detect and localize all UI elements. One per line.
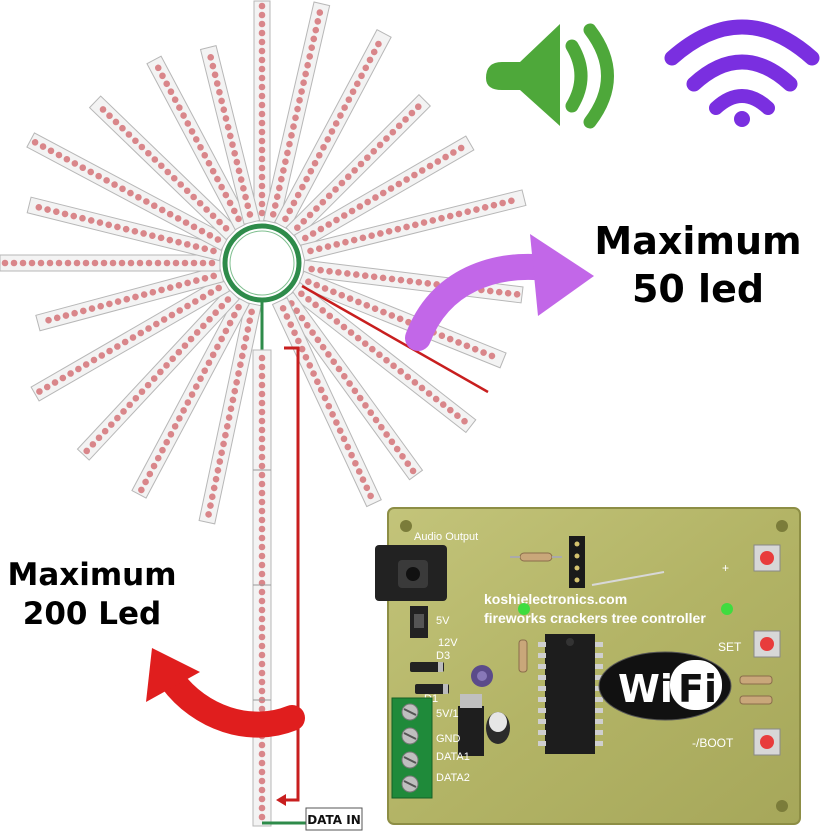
red-diagonal-wire [301, 284, 489, 394]
led-strip [285, 94, 431, 240]
ring-connector [222, 223, 302, 303]
led-strip [35, 265, 225, 332]
led-strip [0, 254, 221, 272]
led-strip [289, 281, 477, 434]
red-wire-arrowhead [276, 794, 286, 806]
product-line: fireworks crackers tree controller [484, 610, 706, 626]
plus-button [753, 544, 781, 572]
led-strip [263, 1, 331, 225]
terminal-label-4: DATA2 [436, 772, 470, 784]
terminal-label-3: DATA1 [436, 751, 470, 763]
brand-line: koshielectronics.com [484, 591, 627, 607]
boot-label: -/BOOT [692, 736, 734, 750]
led-strip-starburst [0, 0, 527, 525]
led-strip [198, 301, 262, 525]
led-strip [26, 132, 230, 252]
status-led-2 [721, 603, 733, 615]
ring-connector-inner [229, 230, 295, 296]
wifi-badge-wi: Wi [618, 667, 673, 711]
led-strip [300, 189, 527, 262]
led-strip [88, 95, 239, 241]
max-total-line1: Maximum [7, 557, 177, 593]
led-strip [146, 55, 251, 231]
led-strip [131, 295, 251, 499]
set-button [753, 630, 781, 658]
wifi-icon [664, 19, 820, 127]
ic-chip [538, 634, 603, 754]
label-d3: D3 [436, 650, 450, 662]
plus-label: + [722, 561, 729, 575]
speaker-icon [486, 23, 614, 129]
wifi-logo-badge: Wi Fi [598, 651, 732, 721]
max-per-strip-line1: Maximum [594, 219, 802, 263]
led-strip [30, 276, 231, 402]
led-strip [253, 0, 271, 222]
led-strip [76, 287, 240, 461]
max-per-strip-callout: Maximum 50 led [578, 218, 818, 313]
terminal-label-1: 5V/1 [436, 708, 459, 720]
led-strip [199, 45, 261, 225]
terminal-block [391, 697, 433, 799]
led-strip [271, 297, 382, 508]
red-return-wire [280, 346, 300, 802]
led-strip [26, 196, 224, 262]
terminal-label-2: GND [436, 733, 461, 745]
red-arrow [146, 648, 305, 738]
max-per-strip-line2: 50 led [631, 266, 765, 311]
set-label: SET [718, 640, 742, 654]
voltage-regulator [458, 706, 484, 756]
trunk-led-strip [252, 349, 272, 827]
audio-output-label: Audio Output [414, 531, 478, 543]
label-5v: 5V [436, 615, 450, 627]
header-pins [569, 536, 585, 588]
max-total-line2: 200 Led [22, 595, 162, 632]
status-led-1 [518, 603, 530, 615]
controller-board: Audio Output koshielectronics.com firewo… [375, 507, 801, 825]
boot-button [753, 728, 781, 756]
led-strip [279, 291, 424, 481]
data-in-box [305, 807, 363, 831]
label-12v: 12V [438, 637, 458, 649]
data-in-label: DATA IN [307, 813, 361, 827]
led-strip [293, 135, 475, 250]
led-strip [273, 29, 392, 231]
wifi-badge-fi: Fi [678, 667, 717, 711]
max-total-callout: Maximum 200 Led [0, 556, 184, 634]
purple-arrow [405, 234, 594, 351]
